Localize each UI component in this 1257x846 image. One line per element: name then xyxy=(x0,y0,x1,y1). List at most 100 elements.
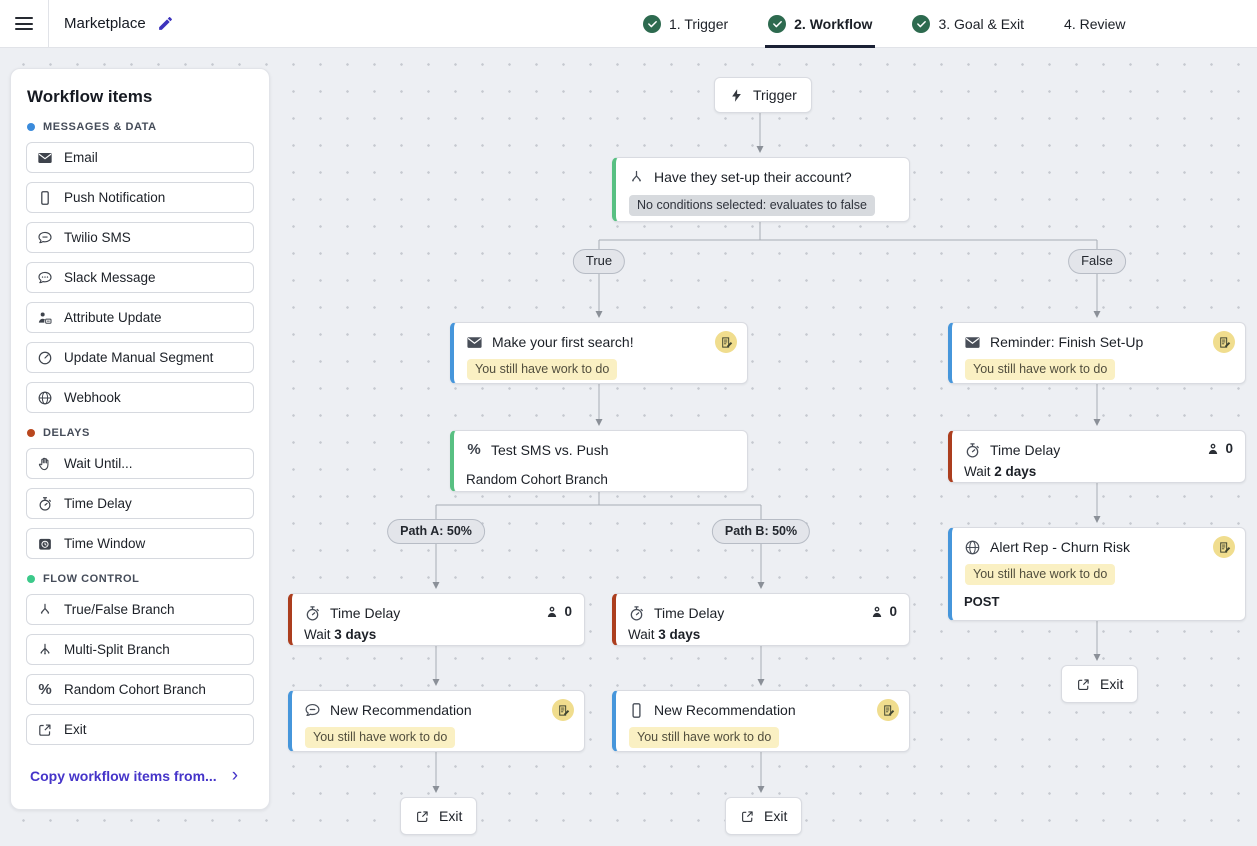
branch-node-account-setup[interactable]: Have they set-up their account? No condi… xyxy=(612,157,910,222)
workflow-item-wait-until[interactable]: Wait Until... xyxy=(26,448,254,479)
item-label: Webhook xyxy=(64,390,121,405)
time-delay-node-a[interactable]: Time Delay Wait 3 days 0 xyxy=(288,593,585,646)
email-node-reminder[interactable]: Reminder: Finish Set-Up You still have w… xyxy=(948,322,1246,384)
workflow-item-time-delay[interactable]: Time Delay xyxy=(26,488,254,519)
item-label: Update Manual Segment xyxy=(64,350,214,365)
wait-value: 2 days xyxy=(994,464,1037,479)
node-title: New Recommendation xyxy=(654,702,796,718)
exit-node-b[interactable]: Exit xyxy=(725,797,803,835)
note-button[interactable] xyxy=(1213,536,1235,558)
step-trigger[interactable]: 1. Trigger xyxy=(643,0,728,48)
email-icon xyxy=(466,334,483,351)
email-icon xyxy=(37,150,53,166)
warning-badge: You still have work to do xyxy=(965,564,1116,585)
step-workflow[interactable]: 2. Workflow xyxy=(765,0,876,48)
true-false-branch-icon xyxy=(628,169,645,186)
workflow-item-exit[interactable]: Exit xyxy=(26,714,254,745)
audience-count: 0 xyxy=(1206,441,1233,456)
time-delay-icon xyxy=(37,496,53,512)
wait-label: Wait xyxy=(964,464,991,479)
email-icon xyxy=(964,334,981,351)
section-label: MESSAGES & DATA xyxy=(43,121,157,133)
section-label: DELAYS xyxy=(43,427,90,439)
copy-workflow-items-link[interactable]: Copy workflow items from... › xyxy=(30,765,254,786)
exit-icon xyxy=(415,809,430,824)
audience-count: 0 xyxy=(870,604,897,619)
exit-label: Exit xyxy=(1100,676,1124,692)
workflow-item-multi-split-branch[interactable]: Multi-Split Branch xyxy=(26,634,254,665)
node-title: Reminder: Finish Set-Up xyxy=(990,334,1144,350)
workflow-item-random-cohort-branch[interactable]: % Random Cohort Branch xyxy=(26,674,254,705)
item-label: True/False Branch xyxy=(64,602,175,617)
item-label: Time Window xyxy=(64,536,146,551)
section-delays: DELAYS xyxy=(27,427,254,439)
step-label: 3. Goal & Exit xyxy=(938,16,1025,32)
exit-icon xyxy=(1076,677,1091,692)
time-delay-node-b[interactable]: Time Delay Wait 3 days 0 xyxy=(612,593,910,646)
exit-node-a[interactable]: Exit xyxy=(400,797,478,835)
path-a-pill: Path A: 50% xyxy=(387,519,485,544)
note-button[interactable] xyxy=(877,699,899,721)
copy-link-label: Copy workflow items from... xyxy=(30,768,217,784)
section-label: FLOW CONTROL xyxy=(43,573,140,585)
exit-node-false[interactable]: Exit xyxy=(1061,665,1139,703)
exit-icon xyxy=(740,809,755,824)
push-notification-icon xyxy=(628,702,645,719)
note-icon xyxy=(557,704,570,717)
node-title: Test SMS vs. Push xyxy=(491,442,609,458)
stopwatch-icon xyxy=(628,605,645,622)
workflow-item-update-manual-segment[interactable]: Update Manual Segment xyxy=(26,342,254,373)
http-method: POST xyxy=(964,594,1000,609)
step-goal-exit[interactable]: 3. Goal & Exit xyxy=(912,0,1024,48)
hamburger-icon xyxy=(15,14,33,34)
workflow-item-twilio-sms[interactable]: Twilio SMS xyxy=(26,222,254,253)
wait-label: Wait xyxy=(304,627,331,642)
item-label: Exit xyxy=(64,722,87,737)
note-icon xyxy=(1218,336,1231,349)
steps-nav: 1. Trigger 2. Workflow 3. Goal & Exit 4.… xyxy=(643,0,1126,48)
item-label: Attribute Update xyxy=(64,310,162,325)
chevron-right-icon: › xyxy=(231,765,239,786)
manual-segment-icon xyxy=(37,350,53,366)
time-delay-node-false[interactable]: Time Delay Wait 2 days 0 xyxy=(948,430,1246,483)
section-dot-icon xyxy=(27,123,35,131)
workflow-item-email[interactable]: Email xyxy=(26,142,254,173)
workflow-item-attribute-update[interactable]: Attribute Update xyxy=(26,302,254,333)
cohort-branch-node[interactable]: % Test SMS vs. Push Random Cohort Branch xyxy=(450,430,748,492)
node-title: Alert Rep - Churn Risk xyxy=(990,539,1131,555)
node-title: New Recommendation xyxy=(330,702,472,718)
workflow-items-panel: Workflow items MESSAGES & DATA Email Pus… xyxy=(10,68,270,810)
node-title: Time Delay xyxy=(654,605,725,621)
workflow-item-push-notification[interactable]: Push Notification xyxy=(26,182,254,213)
item-label: Slack Message xyxy=(64,270,156,285)
edit-title-button[interactable] xyxy=(157,15,174,32)
stopwatch-icon xyxy=(304,605,321,622)
node-title: Time Delay xyxy=(330,605,401,621)
wait-label: Wait xyxy=(628,627,655,642)
exit-label: Exit xyxy=(439,808,463,824)
true-branch-pill: True xyxy=(572,249,626,274)
workflow-canvas[interactable]: Trigger Have they set-up their account? … xyxy=(0,48,1257,846)
check-circle-icon xyxy=(643,15,661,33)
note-button[interactable] xyxy=(552,699,574,721)
item-label: Multi-Split Branch xyxy=(64,642,170,657)
workflow-item-webhook[interactable]: Webhook xyxy=(26,382,254,413)
lightning-icon xyxy=(729,88,744,103)
workflow-item-slack-message[interactable]: Slack Message xyxy=(26,262,254,293)
email-node-first-search[interactable]: Make your first search! You still have w… xyxy=(450,322,748,384)
count-value: 0 xyxy=(564,604,572,619)
sms-node-new-recommendation[interactable]: New Recommendation You still have work t… xyxy=(288,690,585,752)
count-value: 0 xyxy=(1225,441,1233,456)
note-button[interactable] xyxy=(715,331,737,353)
push-node-new-recommendation[interactable]: New Recommendation You still have work t… xyxy=(612,690,910,752)
note-icon xyxy=(720,336,733,349)
pencil-icon xyxy=(157,15,174,32)
webhook-node-alert-rep[interactable]: Alert Rep - Churn Risk You still have wo… xyxy=(948,527,1246,621)
trigger-node[interactable]: Trigger xyxy=(714,77,812,113)
menu-button[interactable] xyxy=(0,0,48,48)
note-button[interactable] xyxy=(1213,331,1235,353)
path-b-pill: Path B: 50% xyxy=(711,519,811,544)
step-review[interactable]: 4. Review xyxy=(1064,0,1125,48)
workflow-item-time-window[interactable]: Time Window xyxy=(26,528,254,559)
workflow-item-true-false-branch[interactable]: True/False Branch xyxy=(26,594,254,625)
